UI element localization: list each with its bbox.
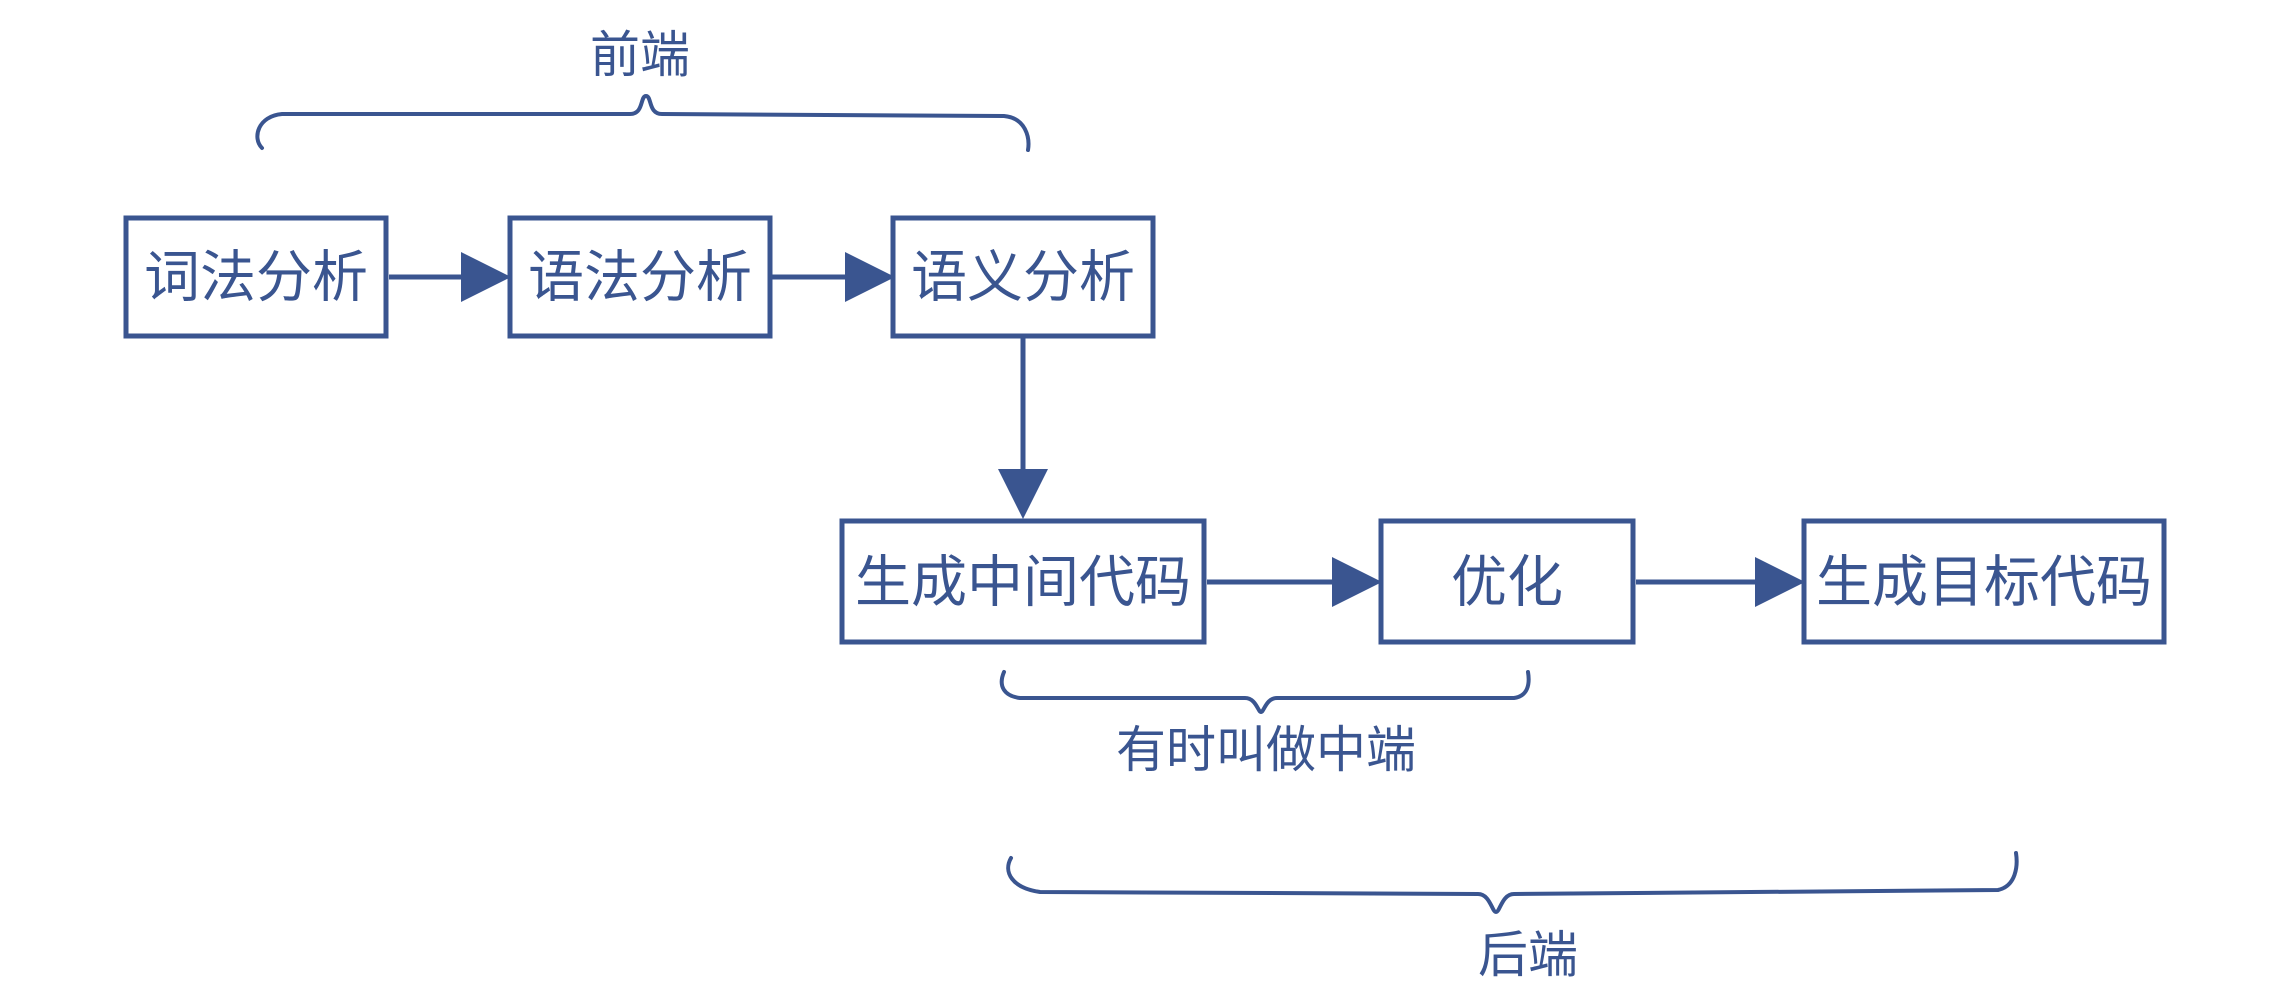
frontend-label: 前端 [590, 26, 690, 84]
middle-end-brace [999, 670, 1531, 714]
node-lexical-analysis-label: 词法分析 [144, 246, 368, 311]
frontend-brace [255, 94, 1031, 152]
backend-brace [1006, 851, 2019, 914]
node-generate-intermediate-code-label: 生成中间代码 [855, 551, 1191, 616]
node-lexical-analysis: 词法分析 [123, 215, 389, 339]
node-syntax-analysis: 语法分析 [507, 215, 773, 339]
node-optimization-label: 优化 [1451, 551, 1563, 616]
node-generate-target-code: 生成目标代码 [1801, 518, 2167, 645]
node-generate-intermediate-code: 生成中间代码 [839, 518, 1207, 645]
middle-end-label: 有时叫做中端 [1116, 721, 1416, 779]
node-semantic-analysis-label: 语义分析 [911, 246, 1135, 311]
node-syntax-analysis-label: 语法分析 [528, 246, 752, 311]
backend-label: 后端 [1478, 926, 1578, 984]
node-optimization: 优化 [1378, 518, 1636, 645]
node-generate-target-code-label: 生成目标代码 [1816, 551, 2152, 616]
node-semantic-analysis: 语义分析 [890, 215, 1156, 339]
